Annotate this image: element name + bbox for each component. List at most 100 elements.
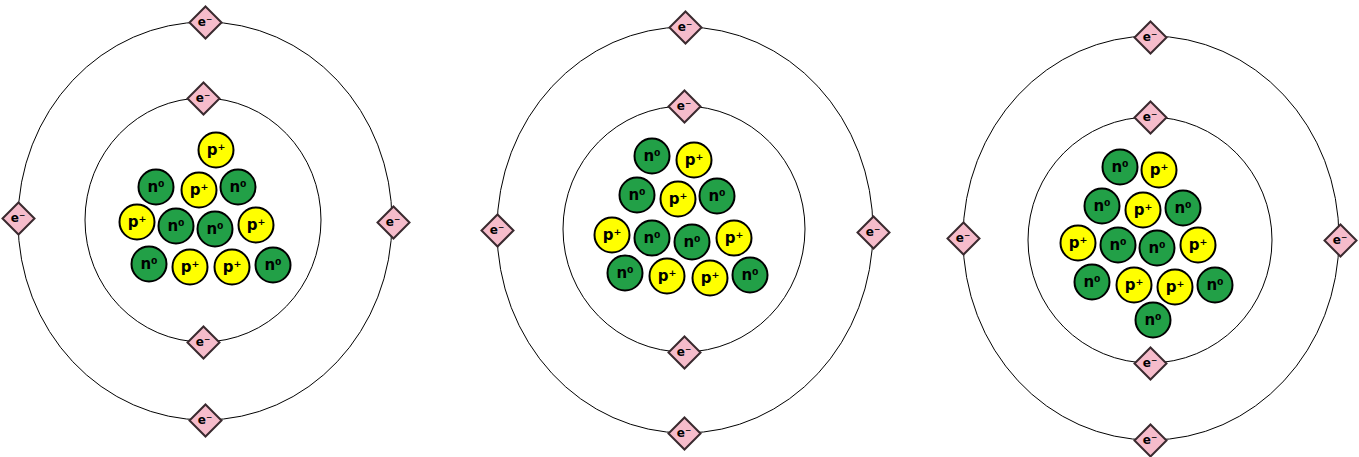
neutron-circle: n⁰ — [1083, 187, 1121, 225]
electron-diamond: e⁻ — [188, 403, 223, 438]
inner-shell — [1028, 117, 1272, 363]
proton-circle: p⁺ — [1140, 151, 1178, 189]
particle-label: e⁻ — [198, 414, 212, 426]
neutron-circle: n⁰ — [731, 256, 769, 294]
particle-label: p⁺ — [701, 271, 720, 286]
diamond-shape — [857, 216, 889, 248]
particle-label: n⁰ — [1083, 275, 1100, 290]
particle-label: n⁰ — [147, 180, 164, 195]
circle-shape — [198, 212, 233, 247]
neutron-circle: n⁰ — [196, 210, 234, 248]
neutron-circle: n⁰ — [157, 207, 195, 245]
neutron-circle: n⁰ — [618, 176, 656, 214]
proton-circle: p⁺ — [118, 203, 156, 241]
circle-shape — [677, 143, 712, 178]
diamond-shape — [1134, 21, 1166, 53]
particle-label: p⁺ — [247, 218, 266, 233]
neutron-circle: n⁰ — [1134, 301, 1172, 339]
particle-label: p⁺ — [1069, 236, 1088, 251]
electron-diamond: e⁻ — [186, 81, 221, 116]
particle-label: p⁺ — [207, 143, 226, 158]
particle-label: p⁺ — [190, 183, 209, 198]
particle-label: n⁰ — [741, 268, 758, 283]
electron-diamond: e⁻ — [376, 205, 411, 240]
circle-shape — [635, 139, 670, 174]
proton-circle: p⁺ — [237, 206, 275, 244]
circle-shape — [221, 170, 256, 205]
neutron-circle: n⁰ — [1196, 266, 1234, 304]
circle-shape — [1101, 228, 1136, 263]
electron-diamond: e⁻ — [667, 89, 702, 124]
particle-label: n⁰ — [1148, 241, 1165, 256]
electron-diamond: e⁻ — [1133, 20, 1168, 55]
neutron-circle: n⁰ — [673, 223, 711, 261]
particle-label: e⁻ — [866, 226, 880, 238]
particle-label: e⁻ — [386, 216, 400, 228]
particle-label: p⁺ — [685, 153, 704, 168]
particle-label: n⁰ — [1144, 313, 1161, 328]
diamond-shape — [187, 82, 219, 114]
particle-label: p⁺ — [1150, 163, 1169, 178]
particle-label: p⁺ — [1166, 280, 1185, 295]
circle-shape — [1117, 268, 1152, 303]
proton-circle: p⁺ — [1179, 226, 1217, 264]
diamond-shape — [189, 6, 221, 38]
neutron-circle: n⁰ — [1099, 226, 1137, 264]
particle-label: n⁰ — [683, 235, 700, 250]
circle-shape — [608, 256, 643, 291]
circle-shape — [1075, 265, 1110, 300]
circle-shape — [1085, 189, 1120, 224]
particle-label: e⁻ — [1143, 357, 1157, 369]
circle-shape — [120, 205, 155, 240]
particle-label: e⁻ — [11, 212, 25, 224]
circle-shape — [173, 250, 208, 285]
neutron-circle: n⁰ — [1073, 263, 1111, 301]
diamond-shape — [2, 202, 34, 234]
electron-diamond: e⁻ — [188, 5, 223, 40]
neutron-circle: n⁰ — [219, 168, 257, 206]
circle-shape — [1061, 226, 1096, 261]
diamond-shape — [481, 214, 513, 246]
electron-diamond: e⁻ — [667, 416, 702, 451]
circle-shape — [650, 259, 685, 294]
circle-shape — [1158, 270, 1193, 305]
particle-label: p⁺ — [1134, 203, 1153, 218]
circle-shape — [256, 248, 291, 283]
electron-diamond: e⁻ — [1133, 423, 1168, 457]
particle-label: n⁰ — [616, 266, 633, 281]
particle-label: p⁺ — [669, 192, 688, 207]
diamond-shape — [668, 336, 700, 368]
particle-label: n⁰ — [643, 149, 660, 164]
circle-shape — [693, 261, 728, 296]
electron-diamond: e⁻ — [1133, 346, 1168, 381]
neutron-circle: n⁰ — [1164, 189, 1202, 227]
neutron-circle: n⁰ — [633, 137, 671, 175]
proton-circle: p⁺ — [648, 257, 686, 295]
diamond-shape — [668, 90, 700, 122]
circle-shape — [1140, 231, 1175, 266]
proton-circle: p⁺ — [1059, 224, 1097, 262]
neutron-circle: n⁰ — [633, 219, 671, 257]
particle-label: e⁻ — [677, 346, 691, 358]
neutron-circle: n⁰ — [137, 168, 175, 206]
particle-label: p⁺ — [603, 228, 622, 243]
outer-shell — [497, 27, 873, 433]
electron-diamond: e⁻ — [480, 213, 515, 248]
particle-label: p⁺ — [1189, 238, 1208, 253]
outer-shell — [18, 22, 392, 420]
particle-label: p⁺ — [725, 231, 744, 246]
electron-diamond: e⁻ — [856, 215, 891, 250]
circle-shape — [182, 173, 217, 208]
particle-label: n⁰ — [1174, 201, 1191, 216]
circle-shape — [139, 170, 174, 205]
circle-shape — [1198, 268, 1233, 303]
circle-shape — [239, 208, 274, 243]
diamond-shape — [1134, 424, 1166, 456]
particle-label: e⁻ — [956, 232, 970, 244]
proton-circle: p⁺ — [675, 141, 713, 179]
inner-shell — [85, 98, 321, 342]
outer-shell — [963, 36, 1339, 440]
circle-shape — [1166, 191, 1201, 226]
particle-label: n⁰ — [1109, 238, 1126, 253]
circle-shape — [717, 221, 752, 256]
